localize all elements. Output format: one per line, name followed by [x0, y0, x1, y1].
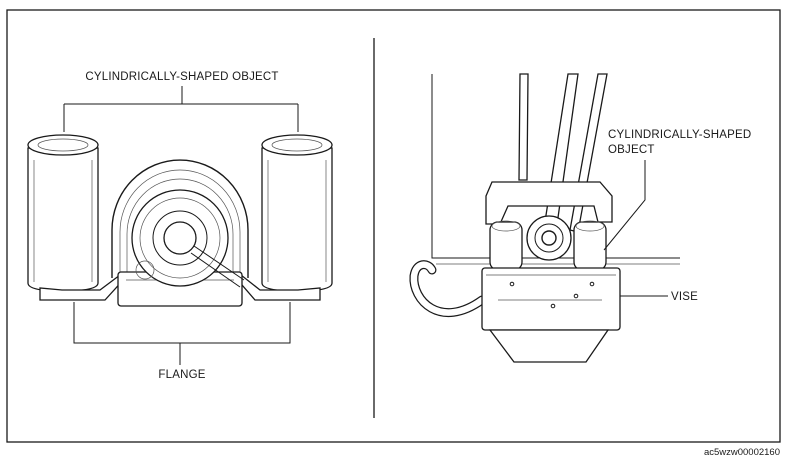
figure-frame [6, 9, 781, 443]
reference-code: ac5wzw00002160 [704, 447, 780, 458]
left-top-label: CYLINDRICALLY-SHAPED OBJECT [85, 71, 278, 83]
left-cylinder [27, 134, 99, 292]
shaft-rods [518, 73, 608, 233]
right-bushing [526, 215, 572, 261]
right-object-label-line1: CYLINDRICALLY-SHAPED [608, 129, 751, 141]
right-illustration: CYLINDRICALLY-SHAPED OBJECT VISE [409, 73, 751, 363]
vise-body [481, 267, 621, 363]
top-leader-bracket [63, 86, 299, 132]
left-bottom-label: FLANGE [158, 369, 205, 381]
right-object-label-line2: OBJECT [608, 144, 655, 156]
left-illustration: CYLINDRICALLY-SHAPED OBJECT [27, 71, 333, 381]
object-leader-line [603, 160, 646, 251]
upper-bracket [485, 181, 613, 225]
right-vise-label: VISE [671, 291, 698, 303]
right-cylinder [261, 134, 333, 292]
bottom-leader-bracket [73, 302, 291, 365]
bushing-bracket [111, 159, 249, 307]
